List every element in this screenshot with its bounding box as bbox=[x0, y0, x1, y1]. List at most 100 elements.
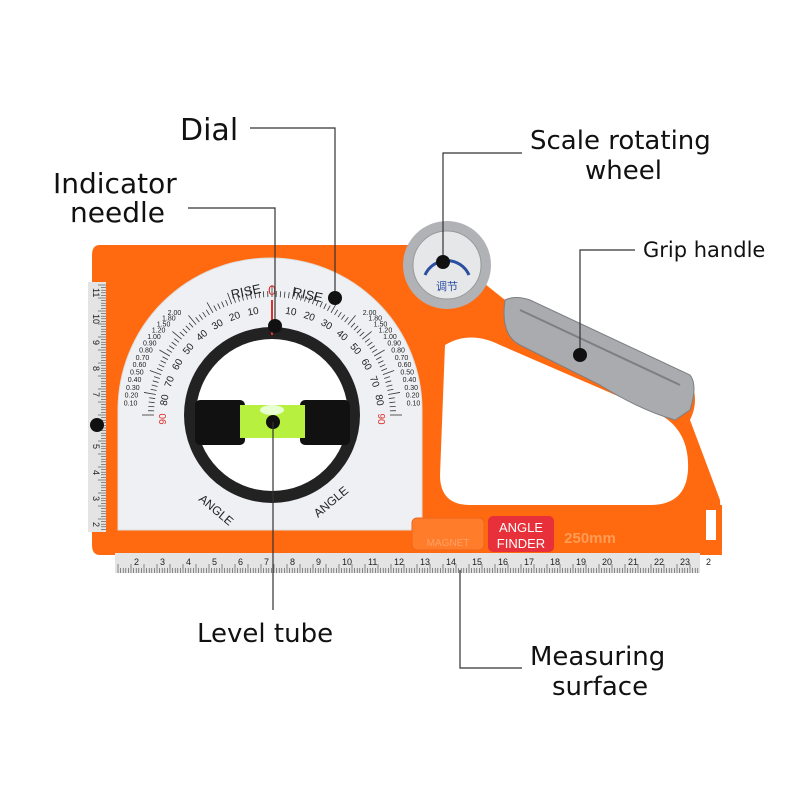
bottom-ruler-number: 2 bbox=[134, 557, 139, 567]
angle-scale-label: 70 bbox=[163, 374, 177, 389]
rise-scale-label: 1.00 bbox=[147, 334, 161, 341]
dial-tick bbox=[188, 315, 197, 325]
dial-tick bbox=[347, 315, 356, 325]
dial-tick bbox=[381, 368, 388, 372]
wheel-label: 调节 bbox=[436, 280, 458, 293]
left-ruler-number: 9 bbox=[91, 340, 101, 345]
left-ruler-number: 11 bbox=[91, 288, 101, 297]
dial-tick bbox=[300, 294, 303, 301]
rise-scale-label: 0.20 bbox=[125, 393, 139, 400]
dial-tick bbox=[382, 370, 395, 376]
dial-tick bbox=[162, 356, 168, 360]
angle-scale-label: 80 bbox=[159, 393, 172, 406]
bottom-ruler-number: 2 bbox=[706, 557, 711, 567]
bottom-ruler-number: 7 bbox=[264, 557, 269, 567]
dial-tick bbox=[143, 392, 156, 395]
bottom-ruler-number: 8 bbox=[290, 557, 295, 567]
dial-tick bbox=[283, 291, 286, 298]
dial-tick bbox=[206, 302, 214, 314]
left-ruler-number: 3 bbox=[91, 496, 101, 501]
bottom-ruler-number: 9 bbox=[316, 557, 321, 567]
dial-tick bbox=[245, 293, 248, 300]
bottom-ruler-number: 3 bbox=[160, 557, 165, 567]
dial-tick bbox=[356, 328, 362, 334]
dial-tick bbox=[327, 305, 331, 311]
left-ruler-number: 7 bbox=[91, 392, 101, 397]
dial-zero-top: 0 bbox=[268, 282, 276, 298]
badge-finder: FINDER bbox=[497, 536, 545, 551]
bottom-ruler-number: 4 bbox=[186, 557, 191, 567]
dial-tick bbox=[148, 401, 155, 404]
dial-tick bbox=[171, 341, 177, 346]
dial-tick bbox=[237, 295, 240, 302]
bottom-ruler-number: 5 bbox=[212, 557, 217, 567]
rise-scale-label: 0.90 bbox=[387, 341, 401, 348]
rise-scale-label: 0.80 bbox=[139, 348, 153, 355]
bottom-ruler-number: 12 bbox=[394, 557, 404, 567]
bottom-ruler-number: 13 bbox=[420, 557, 430, 567]
dial-tick bbox=[385, 380, 392, 383]
dial-tick bbox=[353, 325, 359, 331]
dial-tick bbox=[367, 341, 373, 346]
indicator-label-2: needle bbox=[70, 196, 165, 229]
product-badges: MAGNET ANGLE FINDER 250mm bbox=[411, 516, 616, 552]
magnet-label: MAGNET bbox=[427, 538, 470, 549]
dial-tick bbox=[387, 388, 394, 391]
rise-scale-label: 0.30 bbox=[126, 385, 140, 392]
rise-scale-label: 1.00 bbox=[383, 334, 397, 341]
left-ruler-number: 2 bbox=[91, 522, 101, 527]
rise-scale-label: 0.70 bbox=[395, 355, 409, 362]
rise-scale-label: 2.00 bbox=[363, 310, 377, 317]
dial-tick bbox=[195, 317, 200, 323]
handle-cutout bbox=[440, 337, 689, 505]
angle-scale-label: 10 bbox=[284, 306, 297, 319]
rise-scale-label: 0.60 bbox=[133, 362, 147, 369]
dial-tick bbox=[185, 325, 191, 331]
dial-tick bbox=[159, 349, 171, 357]
bottom-ruler-number: 6 bbox=[238, 557, 243, 567]
dial-tick bbox=[225, 299, 229, 306]
dial-tick bbox=[152, 380, 159, 383]
dial-tick bbox=[334, 309, 339, 316]
dial-tick bbox=[150, 388, 157, 391]
angle-scale-label: 10 bbox=[247, 306, 260, 319]
rise-label-right: RISE bbox=[291, 284, 324, 305]
measuring-label-2: surface bbox=[552, 672, 648, 702]
dial-tick bbox=[233, 296, 236, 303]
dial-tick bbox=[296, 293, 299, 300]
dial-tick bbox=[304, 295, 307, 302]
dial-tick bbox=[156, 368, 163, 372]
dial-tick bbox=[174, 338, 180, 343]
dial-tick bbox=[182, 328, 188, 334]
rise-scale-label: 0.10 bbox=[407, 401, 421, 408]
dial-tick bbox=[198, 314, 203, 320]
rise-scale-label: 0.90 bbox=[143, 341, 157, 348]
rise-scale-label: 1.80 bbox=[368, 315, 382, 322]
bottom-ruler-number: 20 bbox=[602, 557, 612, 567]
angle-scale-label: 90 bbox=[375, 413, 386, 425]
dial-tick bbox=[227, 292, 233, 305]
measuring-label-1: Measuring bbox=[530, 642, 665, 672]
dial-tick bbox=[172, 331, 182, 340]
bottom-ruler-number: 23 bbox=[680, 557, 690, 567]
dial-tick bbox=[386, 384, 393, 387]
rise-scale-label: 0.40 bbox=[128, 377, 142, 384]
angle-scale-label: 60 bbox=[170, 357, 185, 373]
bottom-ruler-number: 15 bbox=[472, 557, 482, 567]
dial-tick bbox=[341, 314, 346, 320]
dial-tick bbox=[362, 331, 372, 340]
left-ruler-number: 4 bbox=[91, 470, 101, 475]
dial-tick bbox=[188, 322, 194, 328]
dial-tick bbox=[388, 392, 401, 395]
dial-tick bbox=[160, 360, 167, 364]
dial-tick bbox=[371, 348, 378, 353]
rise-scale-label: 0.40 bbox=[403, 377, 417, 384]
dial-tick bbox=[308, 296, 311, 303]
dial-tick bbox=[258, 291, 261, 298]
angle-scale-label: 60 bbox=[358, 357, 373, 373]
grip-label: Grip handle bbox=[643, 238, 765, 262]
left-ruler-number: 8 bbox=[91, 366, 101, 371]
rise-scale-label: 1.20 bbox=[379, 328, 393, 335]
